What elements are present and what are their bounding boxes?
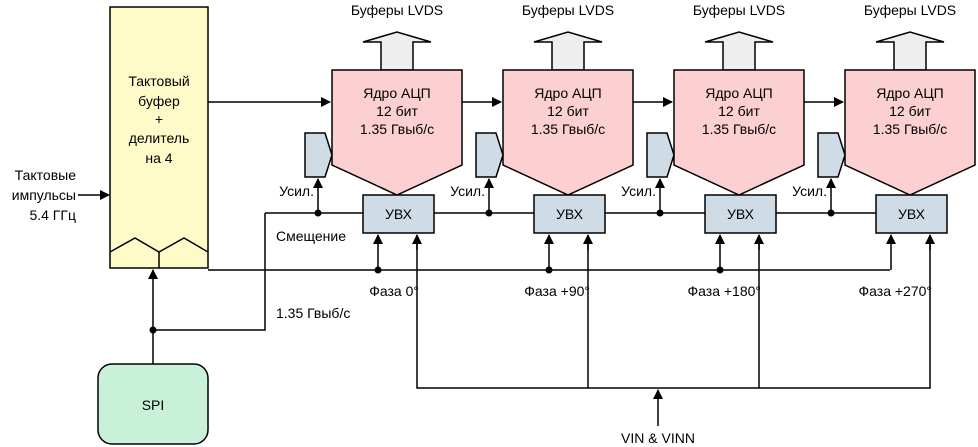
- adc-core-label-line1: Ядро АЦП: [876, 85, 944, 101]
- clock-input-label-line1: Тактовые: [15, 167, 77, 183]
- sample-hold-block: [362, 194, 435, 234]
- junction-dot: [374, 266, 382, 274]
- adc-core-label-line2: 12 бит: [547, 103, 589, 119]
- sample-hold-label: УВХ: [727, 206, 755, 222]
- spi-label: SPI: [142, 397, 165, 413]
- phase-label: Фаза +180°: [688, 283, 762, 299]
- adc-core-label-line3: 1.35 Гвыб/с: [360, 121, 434, 137]
- input-label: VIN & VINN: [621, 430, 695, 446]
- adc-core-label-line1: Ядро АЦП: [534, 85, 602, 101]
- lvds-output-arrow-icon: [362, 31, 432, 71]
- clock-input-label-line3: 5.4 ГГц: [29, 207, 76, 223]
- sample-hold-label: УВХ: [385, 206, 413, 222]
- gain-amplifier-icon: [646, 132, 675, 178]
- amp-label: Усил.: [621, 183, 656, 199]
- junction-dot: [545, 266, 553, 274]
- phase-label: Фаза 0°: [369, 283, 419, 299]
- clock-buffer-label-line3: +: [155, 111, 163, 127]
- amp-label: Усил.: [279, 183, 314, 199]
- adc-core-block: [673, 69, 805, 196]
- sample-hold-block: [875, 194, 948, 234]
- input-bus-wire: [416, 236, 931, 389]
- lvds-output-arrow-icon: [875, 31, 945, 71]
- clock-buffer-label-line1: Тактовый: [128, 73, 189, 89]
- adc-channel-1: Буферы LVDS Ядро АЦП 12 бит 1.35 Гвыб/сУсил…: [265, 2, 502, 299]
- phase-label: Фаза +90°: [524, 283, 590, 299]
- adc-core-block: [502, 69, 634, 196]
- clock-buffer-label-line2: буфер: [138, 93, 180, 109]
- adc-core-label-line2: 12 бит: [718, 103, 760, 119]
- spi-bias-wire: [153, 213, 266, 331]
- lvds-buffer-label: Буферы LVDS: [522, 2, 614, 18]
- adc-channel-2: Буферы LVDS Ядро АЦП 12 бит 1.35 Гвыб/сУсил…: [434, 2, 673, 299]
- lvds-output-arrow-icon: [533, 31, 603, 71]
- sample-hold-block: [533, 194, 606, 234]
- amp-label: Усил.: [450, 183, 485, 199]
- bias-label: Смещение: [276, 228, 346, 244]
- adc-channel-4: Буферы LVDS Ядро АЦП 12 бит 1.35 Гвыб/сУсил…: [776, 2, 976, 299]
- lvds-buffer-label: Буферы LVDS: [693, 2, 785, 18]
- adc-core-label-line1: Ядро АЦП: [705, 85, 773, 101]
- clock-buffer-label-line4: делитель: [129, 130, 190, 146]
- clock-input-label-line2: импульсы: [12, 187, 76, 203]
- sample-hold-label: УВХ: [556, 206, 584, 222]
- adc-core-label-line1: Ядро АЦП: [363, 85, 431, 101]
- clock-buffer-block: Тактовый буфер + делитель на 4: [109, 6, 209, 269]
- rate-label: 1.35 Гвыб/с: [276, 305, 350, 321]
- gain-amplifier-icon: [475, 132, 504, 178]
- adc-core-label-line3: 1.35 Гвыб/с: [873, 121, 947, 137]
- junction-dot: [716, 266, 724, 274]
- amp-label: Усил.: [792, 183, 827, 199]
- sample-hold-block: [704, 194, 777, 234]
- lvds-buffer-label: Буферы LVDS: [351, 2, 443, 18]
- sample-hold-label: УВХ: [898, 206, 926, 222]
- lvds-buffer-label: Буферы LVDS: [864, 2, 956, 18]
- adc-core-label-line3: 1.35 Гвыб/с: [702, 121, 776, 137]
- adc-core-block: [844, 69, 976, 196]
- adc-core-label-line2: 12 бит: [889, 103, 931, 119]
- spi-block: SPI: [97, 363, 209, 445]
- gain-amplifier-icon: [817, 132, 846, 178]
- gain-amplifier-icon: [304, 132, 333, 178]
- lvds-output-arrow-icon: [704, 31, 774, 71]
- junction-dot: [149, 326, 157, 334]
- adc-core-label-line2: 12 бит: [376, 103, 418, 119]
- adc-core-block: [331, 69, 463, 196]
- adc-core-label-line3: 1.35 Гвыб/с: [531, 121, 605, 137]
- phase-label: Фаза +270°: [859, 283, 933, 299]
- adc-channel-3: Буферы LVDS Ядро АЦП 12 бит 1.35 Гвыб/сУсил…: [605, 2, 844, 299]
- clock-buffer-label-line5: на 4: [145, 150, 172, 166]
